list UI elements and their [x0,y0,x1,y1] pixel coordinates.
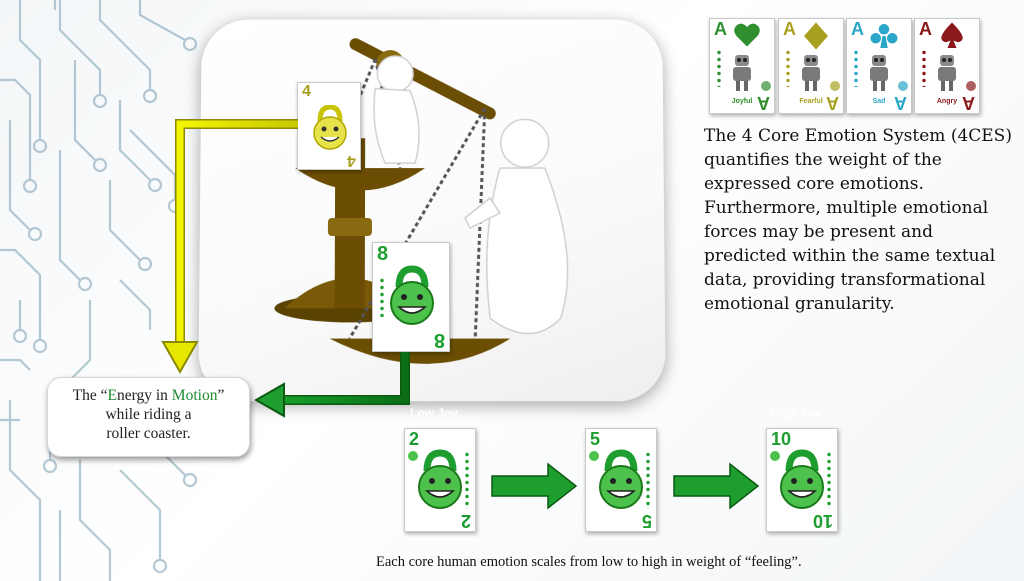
suit-pips [379,277,385,317]
low-joy-label: Low Joy [410,406,459,420]
suit-card-label: Angry [936,98,958,105]
card-rank: A [783,19,796,39]
callout-quote-open: The “ [72,387,108,404]
suit-card-label: Sad [872,98,886,105]
callout-line-1: The “Energy in Motion” [48,386,249,405]
robot-icon [802,55,820,91]
joy-card-2: 2 2 [404,428,476,532]
card-rank-bottom: 2 [460,511,471,531]
card-rank: A [919,19,932,39]
card-rank: A [851,19,864,39]
card-rank-bottom: 5 [641,511,652,531]
high-joy-label: High Joy [770,406,821,420]
suit-pips [785,49,791,87]
card-rank-bottom: 4 [347,152,356,169]
robot-icon [733,55,751,91]
suit-pips [853,49,859,87]
callout-highlight-e: E [107,387,117,404]
card-rank-bottom: 8 [433,329,445,351]
description-text: The 4 Core Emotion System (4CES) quantif… [704,126,1012,314]
card-rank: 4 [302,83,311,100]
kettlebell-face-icon [418,449,462,509]
kettlebell-face-icon [313,105,347,150]
mini-face-icon [830,81,840,91]
suit-pips [645,451,651,509]
circuit-decoration [0,0,198,581]
mini-face-icon [898,81,908,91]
mini-face-icon [589,451,599,461]
scale-caption: Each core human emotion scales from low … [376,554,802,570]
heart-suit-icon [734,23,760,47]
joyful-eight-card: 8 8 [372,242,450,352]
energy-in-motion-callout: The “Energy in Motion” while riding a ro… [47,377,250,457]
card-rank: 2 [409,429,420,449]
suit-card-label: Fearful [799,98,823,105]
robot-icon [870,55,888,91]
mini-face-icon [966,81,976,91]
robot-icon [938,55,956,91]
spade-suit-icon [941,22,963,48]
card-rank: A [714,19,727,39]
suit-pips [716,49,722,87]
mini-face-icon [770,451,780,461]
callout-line-3: roller coaster. [106,425,191,442]
suit-card-label: Joyful [731,98,753,105]
mini-face-icon [761,81,771,91]
card-rank-bottom: 10 [812,511,833,531]
suit-pips [921,49,927,87]
diamond-suit-icon [804,22,828,50]
card-rank: 10 [771,429,792,449]
suit-pips [464,451,470,509]
callout-quote-close: ” [217,387,225,404]
callout-word-energy: nergy in [116,387,172,404]
card-rank: 5 [590,429,601,449]
fearful-four-card: 4 4 [297,82,361,170]
joy-card-10: 10 10 [766,428,838,532]
kettlebell-face-icon [599,449,643,509]
joy-card-5: 5 5 [585,428,657,532]
kettlebell-face-icon [390,265,434,325]
callout-line-2: while riding a [105,406,192,423]
suit-pips [826,451,832,509]
mini-face-icon [408,451,418,461]
card-rank: 8 [377,243,389,265]
club-suit-icon [870,24,898,48]
callout-word-motion: Motion [171,387,218,404]
kettlebell-face-icon [780,449,824,509]
